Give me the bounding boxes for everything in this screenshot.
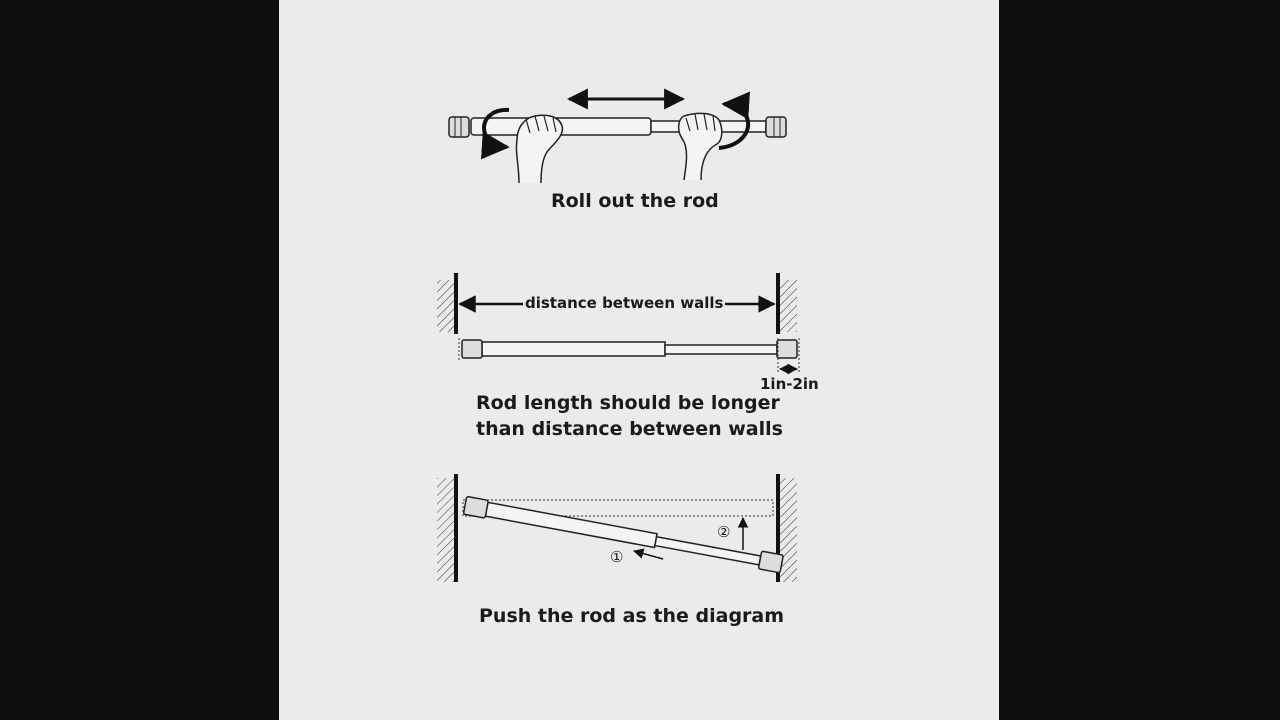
- step2-caption: Rod length should be longer than distanc…: [476, 390, 783, 442]
- step1-illustration: [448, 88, 787, 184]
- rod-end-cap-left: [448, 116, 470, 138]
- left-hand: [515, 114, 564, 184]
- step-marker-1: ①: [610, 548, 624, 566]
- step-marker-2: ②: [717, 523, 731, 541]
- step3-caption: Push the rod as the diagram: [479, 605, 785, 627]
- measure-rod-thick: [481, 341, 666, 357]
- target-rod-outline: [462, 499, 774, 517]
- step2-illustration: [437, 273, 800, 375]
- push-arrow-1: [632, 548, 664, 560]
- tilted-rod: [463, 496, 784, 574]
- wall-hatch-right: [779, 280, 797, 332]
- instruction-diagram: [437, 88, 800, 582]
- distance-label: distance between walls: [523, 294, 726, 312]
- wall-hatch-left-3: [437, 478, 455, 582]
- wall-hatch-left: [437, 280, 455, 332]
- rod-end-cap-right: [765, 116, 787, 138]
- rotate-arrow-left: [480, 107, 510, 160]
- rotate-arrow-right: [718, 91, 751, 150]
- step1-caption: Roll out the rod: [551, 190, 719, 212]
- step2-caption-line2: than distance between walls: [476, 418, 783, 440]
- step2-caption-line1: Rod length should be longer: [476, 392, 780, 414]
- measure-rod-cap-right: [776, 339, 798, 359]
- gap-label: 1in-2in: [760, 375, 819, 393]
- instruction-panel: Roll out the rod distance between walls …: [279, 0, 999, 720]
- right-hand: [677, 112, 723, 181]
- measure-rod-thin: [664, 344, 778, 355]
- measure-rod-cap-left: [461, 339, 483, 359]
- step3-illustration: [437, 474, 797, 582]
